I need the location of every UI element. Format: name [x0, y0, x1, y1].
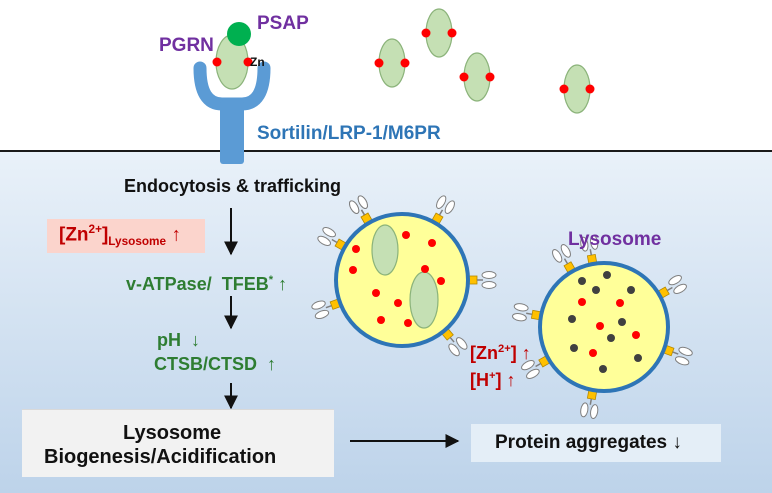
- proton-icon: [592, 286, 600, 294]
- zinc-ion-icon: [632, 331, 640, 339]
- proton-icon: [634, 354, 642, 362]
- zinc-ion-icon: [596, 322, 604, 330]
- proton-icon: [618, 318, 626, 326]
- zinc-ion-icon: [352, 245, 360, 253]
- pgrn-internal-icon: [371, 224, 399, 276]
- endocytosis-label: Endocytosis & trafficking: [124, 176, 342, 196]
- biogenesis-subtitle: Biogenesis/Acidification: [44, 446, 277, 468]
- aggregates-box: [471, 424, 721, 462]
- aggregates-label: Protein aggregates ↓: [495, 432, 682, 453]
- pgrn-internal-icon: [409, 271, 439, 329]
- zinc-ion-icon: [428, 239, 436, 247]
- proton-icon: [607, 334, 615, 342]
- zn-binding-label: Zn: [250, 55, 265, 69]
- proton-icon: [578, 277, 586, 285]
- ctsb-label: CTSB/CTSD ↑: [154, 354, 277, 374]
- zinc-ion-icon: [372, 289, 380, 297]
- receptor-label: Sortilin/LRP-1/M6PR: [257, 123, 441, 144]
- zinc-ion-icon: [402, 231, 410, 239]
- biogenesis-box: [22, 409, 334, 477]
- pgrn-free-icons: [374, 8, 595, 114]
- zinc-ion-icon: [377, 316, 385, 324]
- zinc-ion-label: [Zn2+] ↑: [470, 343, 531, 363]
- zinc-ion-icon: [404, 319, 412, 327]
- zinc-lysosome-box: [47, 219, 205, 253]
- lysosome-zinc-icon: [311, 195, 497, 357]
- zinc-lysosome-label: [Zn2+]Lysosome ↑: [59, 223, 181, 249]
- zinc-ion-icon: [589, 349, 597, 357]
- biogenesis-title: Lysosome: [123, 422, 222, 444]
- proton-icon: [603, 271, 611, 279]
- zinc-ion-icon: [421, 265, 429, 273]
- receptor-icon: [193, 61, 271, 164]
- zinc-ion-icon: [349, 266, 357, 274]
- zinc-ion-icon: [437, 277, 445, 285]
- psap-icon: [227, 22, 251, 46]
- proton-label: [H+] ↑: [470, 370, 516, 390]
- zinc-ion-icon: [616, 299, 624, 307]
- lysosome-membrane: [334, 212, 470, 348]
- lysosome-label: Lysosome: [568, 229, 662, 250]
- zinc-ion-icon: [394, 299, 402, 307]
- proton-icon: [599, 365, 607, 373]
- proton-icon: [568, 315, 576, 323]
- proton-icon: [570, 344, 578, 352]
- zinc-ion-icon: [578, 298, 586, 306]
- ph-label: pH ↓: [157, 330, 201, 350]
- proton-icon: [627, 286, 635, 294]
- vatpase-label: v-ATPase/ TFEB* ↑: [126, 274, 288, 294]
- lysosome-icon: [512, 235, 693, 419]
- psap-label: PSAP: [257, 13, 309, 34]
- pgrn-bound-icon: [212, 34, 253, 90]
- pgrn-label: PGRN: [159, 35, 214, 56]
